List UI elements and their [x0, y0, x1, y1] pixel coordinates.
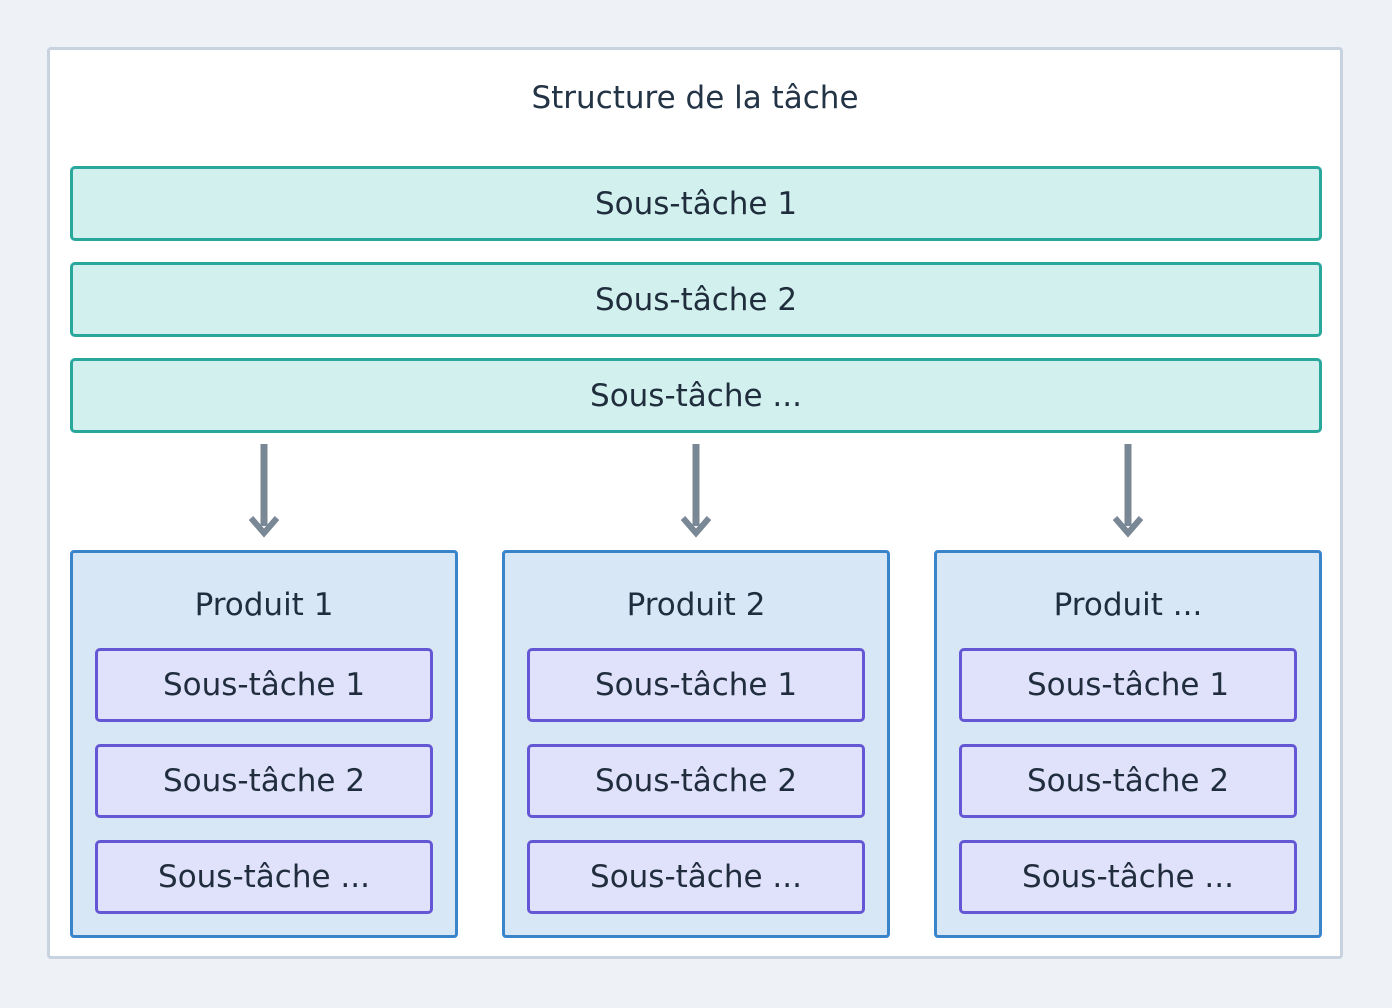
- product-2-box: Produit 2 Sous-tâche 1 Sous-tâche 2 Sous…: [502, 550, 890, 938]
- top-subtask-1: Sous-tâche 1: [70, 166, 1322, 241]
- product-1-subtask-more: Sous-tâche ...: [95, 840, 433, 914]
- product-2-subtask-more: Sous-tâche ...: [527, 840, 865, 914]
- product-more-title: Produit ...: [1053, 587, 1203, 623]
- product-more-subtask-more: Sous-tâche ...: [959, 840, 1297, 914]
- arrow-to-product-1: [248, 444, 280, 538]
- product-2-title: Produit 2: [626, 587, 766, 623]
- product-more-subtask-1: Sous-tâche 1: [959, 648, 1297, 722]
- product-1-box: Produit 1 Sous-tâche 1 Sous-tâche 2 Sous…: [70, 550, 458, 938]
- product-more-subtask-2: Sous-tâche 2: [959, 744, 1297, 818]
- product-1-subtask-1: Sous-tâche 1: [95, 648, 433, 722]
- product-1-subtask-2: Sous-tâche 2: [95, 744, 433, 818]
- product-1-title: Produit 1: [194, 587, 334, 623]
- top-subtask-2: Sous-tâche 2: [70, 262, 1322, 337]
- arrow-to-product-2: [680, 444, 712, 538]
- top-subtask-more: Sous-tâche ...: [70, 358, 1322, 433]
- product-more-box: Produit ... Sous-tâche 1 Sous-tâche 2 So…: [934, 550, 1322, 938]
- diagram-title: Structure de la tâche: [531, 80, 859, 116]
- arrow-to-product-more: [1112, 444, 1144, 538]
- product-2-subtask-1: Sous-tâche 1: [527, 648, 865, 722]
- product-2-subtask-2: Sous-tâche 2: [527, 744, 865, 818]
